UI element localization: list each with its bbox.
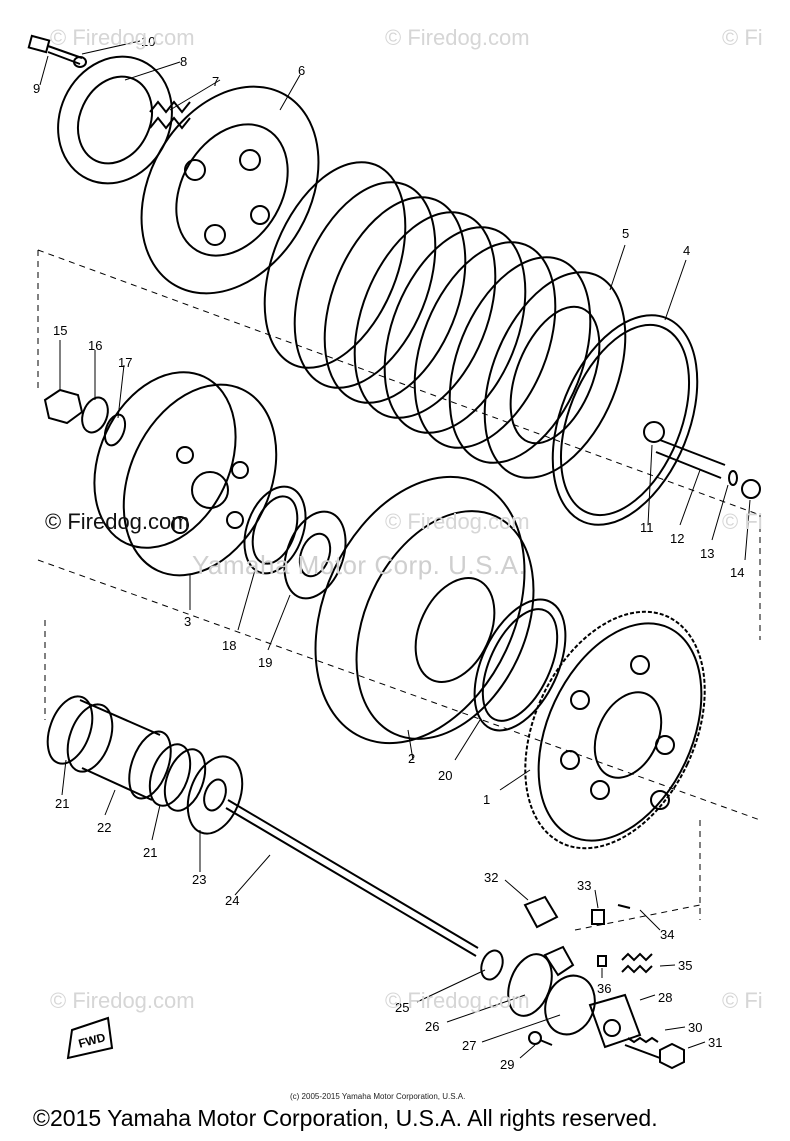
leader-lines bbox=[39, 40, 751, 1059]
part-21-needle-bearing bbox=[46, 695, 114, 773]
label-7: 7 bbox=[212, 74, 219, 89]
label-5: 5 bbox=[622, 226, 629, 241]
part-34-pin bbox=[617, 904, 631, 909]
watermark-top-3: © Fi bbox=[722, 25, 763, 50]
guide-lines bbox=[37, 249, 761, 931]
yamaha-overlay-text: Yamaha Motor Corp. U.S.A. bbox=[192, 550, 527, 580]
part-29-screw bbox=[528, 1031, 553, 1046]
label-31: 31 bbox=[708, 1035, 722, 1050]
label-14: 14 bbox=[730, 565, 744, 580]
part-20-ring bbox=[473, 598, 567, 732]
part-12-push-rod bbox=[655, 439, 726, 479]
label-30: 30 bbox=[688, 1020, 702, 1035]
part-5-clutch-plates bbox=[263, 161, 627, 479]
part-17-circlip bbox=[103, 413, 127, 447]
watermark-middle-center: © Firedog.com bbox=[385, 509, 530, 534]
part-2-clutch-housing bbox=[314, 475, 535, 745]
part-18-spacer bbox=[243, 485, 307, 575]
label-19: 19 bbox=[258, 655, 272, 670]
label-8: 8 bbox=[180, 54, 187, 69]
label-9: 9 bbox=[33, 81, 40, 96]
watermark-bottom-2: © Firedog.com bbox=[385, 988, 530, 1013]
part-21-needle-bearing-2 bbox=[148, 743, 207, 812]
part-23-thrust-washer bbox=[186, 755, 244, 835]
watermark-top-1: © Firedog.com bbox=[50, 25, 195, 50]
part-14-ball bbox=[741, 479, 761, 499]
watermark-top-2: © Firedog.com bbox=[385, 25, 530, 50]
part-30-adjusting-screw bbox=[624, 1036, 661, 1059]
label-35: 35 bbox=[678, 958, 692, 973]
part-35-spring bbox=[621, 952, 653, 974]
part-1-primary-driven-gear bbox=[524, 610, 706, 850]
watermark-middle-left: © Firedog.com bbox=[45, 509, 190, 534]
part-15-nut bbox=[43, 388, 84, 425]
part-32-cap bbox=[523, 895, 559, 929]
label-21b: 21 bbox=[143, 845, 157, 860]
label-26: 26 bbox=[425, 1019, 439, 1034]
label-2: 2 bbox=[408, 751, 415, 766]
label-23: 23 bbox=[192, 872, 206, 887]
label-32: 32 bbox=[484, 870, 498, 885]
label-10: 10 bbox=[141, 34, 155, 49]
part-4-clutch-plate bbox=[551, 314, 699, 526]
label-36: 36 bbox=[597, 981, 611, 996]
copyright-footer: ©2015 Yamaha Motor Corporation, U.S.A. A… bbox=[33, 1105, 658, 1131]
part-16-washer bbox=[81, 396, 109, 434]
label-29: 29 bbox=[500, 1057, 514, 1072]
part-24-long-push-rod bbox=[225, 799, 479, 957]
label-24: 24 bbox=[225, 893, 239, 908]
part-22-sleeve bbox=[79, 699, 172, 801]
watermark-middle-right: © Fi bbox=[722, 509, 763, 534]
watermark-bottom-1: © Firedog.com bbox=[50, 988, 195, 1013]
label-20: 20 bbox=[438, 768, 452, 783]
label-17: 17 bbox=[118, 355, 132, 370]
part-31-lock-nut bbox=[659, 1042, 685, 1070]
label-3: 3 bbox=[184, 614, 191, 629]
label-1: 1 bbox=[483, 792, 490, 807]
label-22: 22 bbox=[97, 820, 111, 835]
label-16: 16 bbox=[88, 338, 102, 353]
label-12: 12 bbox=[670, 531, 684, 546]
label-4: 4 bbox=[683, 243, 690, 258]
label-27: 27 bbox=[462, 1038, 476, 1053]
label-11: 11 bbox=[640, 520, 654, 535]
label-33: 33 bbox=[577, 878, 591, 893]
fwd-label: FWD bbox=[77, 1030, 107, 1051]
label-13: 13 bbox=[700, 546, 714, 561]
part-36-bolt bbox=[597, 955, 607, 967]
fwd-arrow bbox=[66, 1016, 114, 1060]
part-11-pushrod-piece bbox=[643, 421, 665, 443]
watermark-bottom-3: © Fi bbox=[722, 988, 763, 1013]
part-28-adjuster-housing bbox=[588, 993, 642, 1049]
part-7-spring bbox=[149, 100, 191, 130]
label-6: 6 bbox=[298, 63, 305, 78]
part-number-labels: 10 8 7 9 6 5 4 15 16 17 3 18 19 11 12 13… bbox=[33, 34, 744, 1072]
label-28: 28 bbox=[658, 990, 672, 1005]
part-25-oil-seal bbox=[480, 949, 504, 981]
label-34: 34 bbox=[660, 927, 674, 942]
part-13-o-ring bbox=[728, 470, 738, 486]
part-6-pressure-plate bbox=[140, 85, 320, 295]
copyright-small: (c) 2005-2015 Yamaha Motor Corporation, … bbox=[290, 1092, 466, 1101]
part-19-thrust-plate bbox=[283, 510, 347, 600]
label-21a: 21 bbox=[55, 796, 69, 811]
part-33-pin bbox=[591, 909, 605, 925]
label-18: 18 bbox=[222, 638, 236, 653]
part-8-plate bbox=[57, 55, 173, 185]
label-25: 25 bbox=[395, 1000, 409, 1015]
part-10-washer bbox=[73, 56, 87, 68]
label-15: 15 bbox=[53, 323, 67, 338]
